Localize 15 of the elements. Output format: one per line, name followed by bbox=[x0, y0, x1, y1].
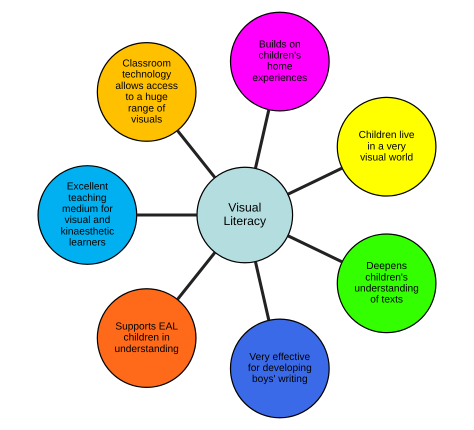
node-circle: Excellent teaching medium for visual and kinaesthetic learners bbox=[37, 165, 138, 265]
node-circle: Deepens children's understanding of texts bbox=[336, 233, 437, 334]
node-circle: Classroom technology allows access to a huge range of visuals bbox=[96, 42, 197, 142]
connector bbox=[136, 213, 197, 217]
node-circle: Visual Literacy bbox=[196, 166, 294, 264]
connector bbox=[176, 130, 216, 178]
connector bbox=[287, 166, 343, 196]
connector bbox=[176, 252, 216, 300]
connector bbox=[287, 234, 343, 264]
node-circle: Children live in a very visual world bbox=[336, 96, 437, 197]
node-circle: Very effective for developing boys' writing bbox=[230, 318, 330, 418]
node-circle: Supports EAL children in understanding bbox=[96, 288, 197, 388]
node-circle: Builds on children's home experiences bbox=[230, 12, 330, 112]
connector bbox=[254, 109, 270, 168]
connector bbox=[254, 262, 270, 321]
